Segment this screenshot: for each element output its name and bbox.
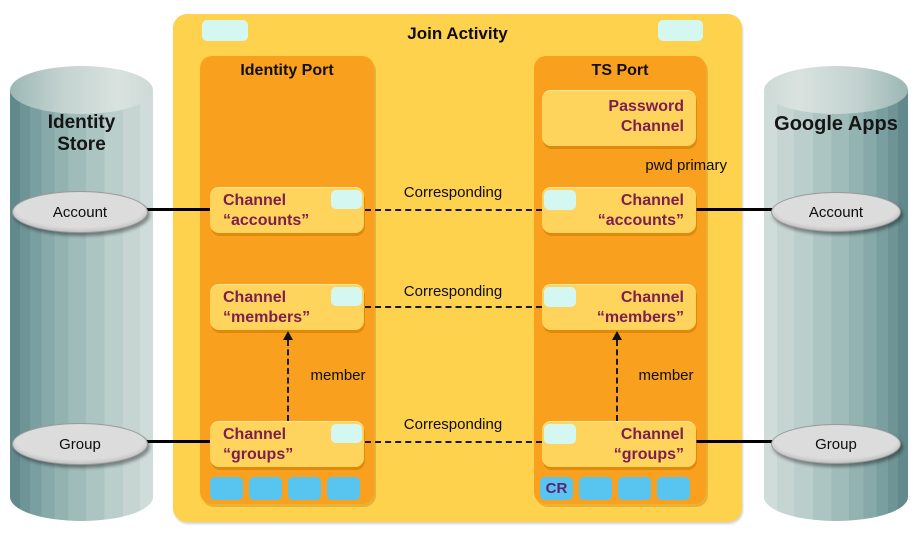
identity-store-title: Identity Store — [47, 112, 116, 155]
channel-line1: Channel — [223, 289, 287, 306]
identity-channel-groups-label: Channel “groups” — [210, 422, 364, 465]
member-label-left: member — [310, 367, 366, 384]
identity-store-cylinder-bottom — [10, 473, 153, 521]
password-channel-label: Password Channel — [608, 98, 684, 135]
identity-port-title: Identity Port — [240, 62, 334, 79]
ts-channel-accounts-box: Channel “accounts” — [542, 187, 696, 233]
channel-line2: “members” — [596, 309, 684, 326]
ts-channel-members-box: Channel “members” — [542, 284, 696, 330]
identity-accounts-chip — [331, 190, 362, 209]
ts-channel-groups-label: Channel “groups” — [542, 422, 696, 465]
corresponding-label-groups: Corresponding — [403, 416, 503, 433]
identity-channel-accounts-box: Channel “accounts” — [210, 187, 364, 233]
google-apps-cylinder-top — [764, 66, 908, 114]
ts-channel-members-label: Channel “members” — [542, 285, 696, 328]
member-label-right: member — [638, 367, 694, 384]
identity-store-account-ellipse: Account — [12, 191, 148, 233]
corresponding-dash-groups — [365, 441, 542, 443]
account-label: Account — [808, 203, 864, 221]
google-apps-title: Google Apps — [774, 113, 898, 135]
identity-channel-members-label: Channel “members” — [210, 285, 364, 328]
group-label: Group — [59, 435, 101, 453]
member-arrowhead-left — [283, 331, 293, 340]
channel-line2: “groups” — [223, 446, 294, 463]
identity-channel-accounts-label: Channel “accounts” — [210, 188, 364, 231]
group-label: Group — [815, 435, 857, 453]
ts-port-slot-4 — [657, 477, 690, 500]
identity-port-slot-3 — [288, 477, 321, 500]
channel-line2: “accounts” — [223, 212, 310, 229]
ts-accounts-chip — [544, 190, 576, 210]
join-activity-title: Join Activity — [407, 24, 508, 43]
corresponding-label-accounts: Corresponding — [403, 184, 503, 201]
channel-line1: Channel — [223, 192, 287, 209]
corresponding-dash-accounts — [365, 209, 542, 211]
member-dash-right — [616, 340, 618, 421]
ts-port-title: TS Port — [591, 62, 649, 79]
line-accounts-to-account-right — [694, 208, 778, 211]
join-activity-chip-right — [658, 20, 703, 41]
member-dash-left — [287, 340, 289, 421]
corresponding-dash-members — [365, 306, 542, 308]
identity-store-cylinder-top — [10, 66, 153, 114]
line-group-to-groups-left — [140, 440, 212, 443]
identity-port-slot-4 — [327, 477, 360, 500]
channel-line2: “groups” — [613, 446, 684, 463]
channel-line2: “accounts” — [597, 212, 684, 229]
channel-line1: Channel — [620, 192, 684, 209]
identity-members-chip — [331, 287, 362, 306]
password-channel-box: Password Channel — [542, 90, 696, 146]
google-apps-group-ellipse: Group — [771, 424, 901, 464]
cr-label: CR — [545, 480, 568, 497]
ts-channel-accounts-label: Channel “accounts” — [542, 188, 696, 231]
ts-members-chip — [544, 287, 576, 307]
account-label: Account — [52, 203, 108, 221]
join-activity-chip-left — [202, 20, 248, 41]
google-apps-cylinder-bottom — [764, 473, 908, 521]
identity-groups-chip — [331, 424, 362, 443]
identity-store-group-ellipse: Group — [12, 423, 148, 465]
pwd-primary-label: pwd primary — [645, 157, 727, 174]
corresponding-label-members: Corresponding — [403, 283, 503, 300]
channel-line1: Channel — [223, 426, 287, 443]
line-groups-to-group-right — [694, 440, 778, 443]
channel-line1: Channel — [620, 426, 684, 443]
channel-line1: Channel — [620, 289, 684, 306]
member-arrowhead-right — [612, 331, 622, 340]
identity-port-slot-1 — [210, 477, 243, 500]
google-apps-account-ellipse: Account — [771, 192, 901, 232]
ts-port-cr-slot: CR — [540, 477, 573, 500]
line-account-to-accounts-left — [140, 208, 212, 211]
ts-groups-chip — [544, 424, 576, 444]
identity-port-slot-2 — [249, 477, 282, 500]
channel-line2: “members” — [223, 309, 311, 326]
ts-port-slot-3 — [618, 477, 651, 500]
ts-port-slot-2 — [579, 477, 612, 500]
